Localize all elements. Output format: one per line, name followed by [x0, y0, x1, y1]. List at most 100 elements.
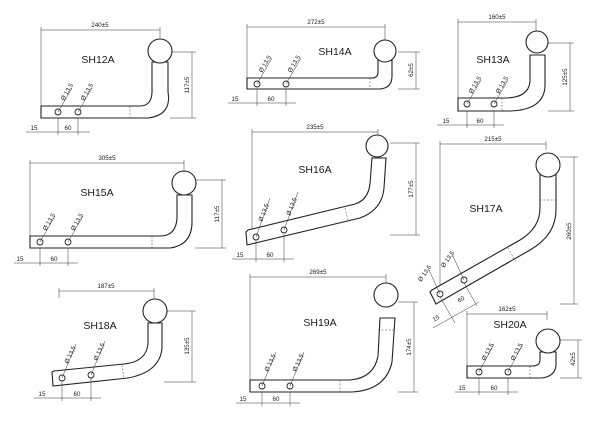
leader-line	[507, 343, 524, 373]
hole-diameter-label: Ø 13,5	[63, 345, 77, 365]
hole-diameter-label: Ø 13,5	[510, 342, 525, 362]
leader-line	[57, 87, 73, 113]
part-sh18a: 187±5 135±5 Ø 13,5 Ø 13,5 15 60 SH18A	[34, 283, 196, 401]
edge-dimension: 15	[459, 385, 466, 392]
spacing-dimension: 60	[477, 118, 484, 125]
spacing-dimension: 60	[268, 96, 275, 103]
hole-diameter-label: Ø 13,5	[495, 75, 511, 95]
hole-diameter-label: Ø 13,5	[263, 353, 277, 373]
part-sh14a: 272±5 62±5 Ø 13,5 Ø 13,5 15 60 SH14A	[228, 19, 420, 106]
part-name: SH12A	[81, 54, 114, 66]
leader-line	[67, 215, 84, 243]
hole-diameter-label: Ø 13,5	[417, 263, 434, 283]
hole-diameter-label: Ø 13,5	[60, 82, 76, 102]
part-name: SH15A	[80, 187, 113, 199]
part-sh16a: 235±5 177±5 Ø 13,5 Ø 13,5 15 60 SH16A	[232, 124, 420, 262]
spacing-dimension: 60	[491, 385, 498, 392]
tow-bar-body	[457, 54, 546, 112]
hole-diameter-label: Ø 13,5	[80, 82, 96, 102]
tow-ball	[525, 30, 549, 54]
spacing-dimension: 60	[74, 391, 81, 398]
leader-line	[39, 215, 56, 243]
edge-dimension: 15	[17, 256, 24, 263]
hole-diameter-label: Ø 13,5	[70, 212, 86, 232]
part-sh13a: 160±5 125±5 Ø 13,5 Ø 13,5 15 60 SH13A	[437, 14, 574, 128]
width-dimension: 240±5	[91, 22, 109, 29]
leader-line	[283, 191, 299, 231]
part-name: SH18A	[83, 320, 116, 332]
edge-dimension: 15	[240, 396, 247, 403]
height-dimension: 135±5	[184, 337, 191, 355]
part-sh17a: 215±5 260±5 Ø 13,5 Ø 13,5 15 60 SH17A	[417, 136, 578, 329]
height-dimension: 62±5	[408, 63, 415, 77]
leader-line	[77, 87, 93, 113]
edge-dimension: 15	[232, 96, 239, 103]
height-dimension: 125±5	[562, 68, 569, 86]
height-dimension: 174±5	[406, 338, 413, 356]
hole-diameter-label: Ø 13,5	[291, 353, 305, 373]
hole-diameter-label: Ø 13,5	[481, 342, 496, 362]
height-dimension: 117±5	[184, 76, 191, 93]
leader-line	[256, 57, 273, 85]
width-dimension: 162±5	[498, 306, 516, 313]
width-dimension: 272±5	[307, 19, 325, 26]
part-sh19a: 269±5 174±5 Ø 13,5 Ø 13,5 15 60 SH19A	[236, 269, 418, 406]
hole-diameter-label: Ø 13,5	[258, 54, 274, 74]
leader-line	[289, 351, 305, 387]
height-dimension: 117±5	[214, 205, 221, 222]
spacing-dimension: 60	[65, 125, 72, 132]
height-dimension: 260±5	[566, 222, 573, 240]
height-dimension: 42±5	[570, 352, 577, 366]
leader-line	[285, 57, 302, 85]
width-dimension: 160±5	[488, 14, 506, 21]
leader-line	[478, 343, 495, 373]
spacing-dimension: 60	[273, 396, 280, 403]
tow-bar-body	[40, 61, 170, 119]
part-name: SH16A	[298, 164, 331, 176]
edge-dimension: 15	[237, 252, 244, 259]
height-dimension: 177±5	[408, 180, 415, 198]
hole-diameter-label: Ø 13,5	[468, 75, 484, 95]
tow-ball	[373, 39, 397, 63]
tow-ball	[535, 152, 561, 178]
tow-ball	[171, 170, 197, 196]
leader-line	[90, 340, 106, 376]
part-name: SH13A	[476, 54, 509, 66]
part-sh15a: 305±5 117±5 Ø 13,5 Ø 13,5 15 60 SH15A	[14, 155, 226, 266]
part-name: SH14A	[318, 46, 351, 58]
width-dimension: 187±5	[97, 283, 115, 290]
leader-line	[466, 79, 482, 105]
hole-diameter-label: Ø 13,5	[440, 249, 457, 269]
part-sh12a: 240±5 117±5 Ø 13,5 Ø 13,5 15 60 SH12A	[26, 22, 196, 135]
width-dimension: 305±5	[98, 155, 116, 162]
tow-ball	[365, 134, 389, 158]
hole-diameter-label: Ø 13,5	[257, 202, 271, 222]
tow-ball	[373, 282, 399, 308]
tow-bar-body	[245, 157, 387, 246]
leader-line	[261, 351, 277, 387]
tow-bar-body	[429, 174, 557, 305]
hole-diameter-label: Ø 13,5	[42, 212, 58, 232]
hole-diameter-label: Ø 13,5	[92, 342, 106, 362]
width-dimension: 235±5	[306, 124, 324, 131]
leader-line	[451, 253, 465, 281]
tow-bar-body	[29, 194, 193, 249]
leader-line	[61, 343, 77, 379]
extension-line	[463, 282, 478, 307]
spacing-dimension: 60	[267, 252, 274, 259]
part-name: SH19A	[303, 317, 336, 329]
leader-line	[493, 79, 509, 105]
leader-line	[255, 197, 271, 238]
extension-line	[439, 296, 456, 324]
width-dimension: 215±5	[484, 136, 502, 143]
leader-line	[427, 267, 441, 295]
width-dimension: 269±5	[309, 269, 327, 276]
tow-ball	[147, 38, 173, 64]
hidden-line	[507, 247, 517, 263]
spacing-dimension: 60	[457, 295, 467, 305]
spacing-dimension-line	[432, 301, 480, 329]
part-name: SH17A	[469, 203, 502, 215]
edge-dimension: 15	[39, 391, 46, 398]
edge-dimension: 15	[432, 314, 442, 324]
